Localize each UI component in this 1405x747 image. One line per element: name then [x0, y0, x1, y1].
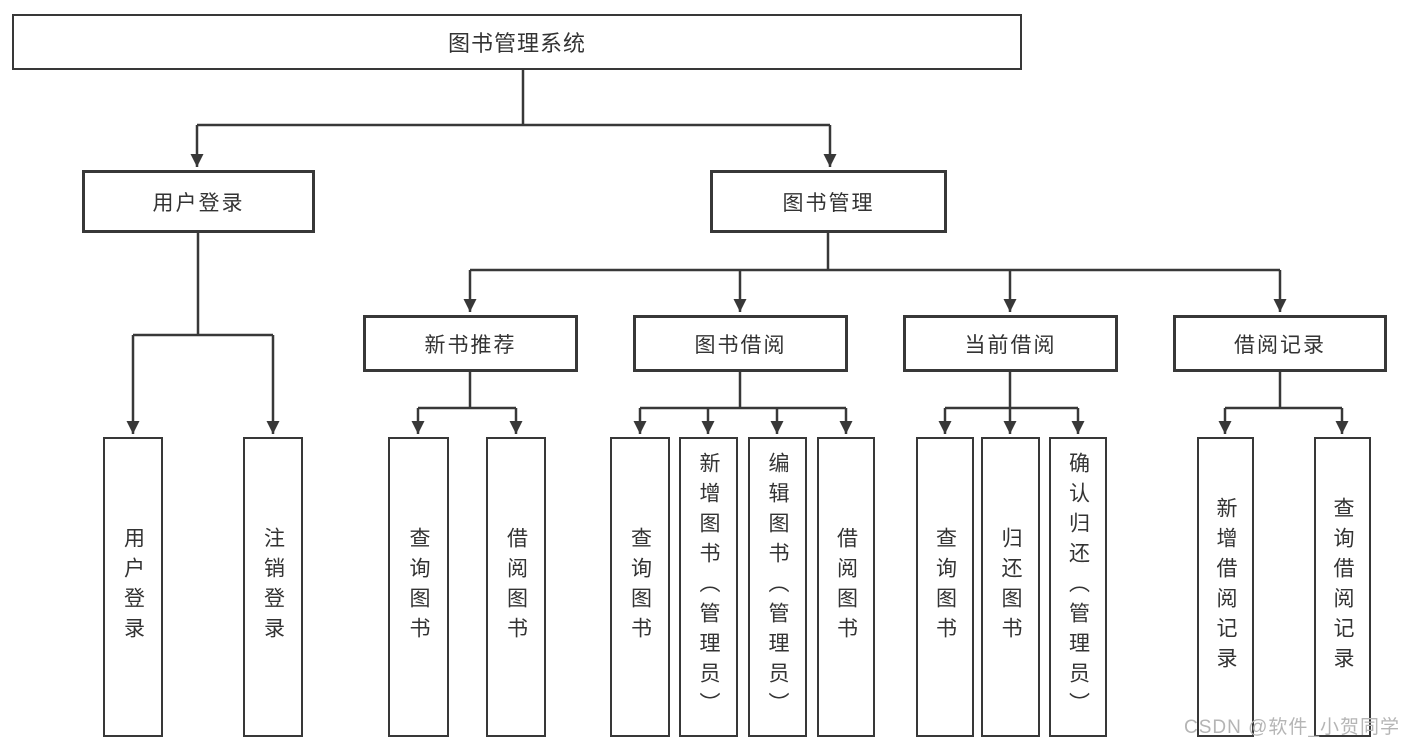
leaf-borrow-books: 借阅图书: [817, 437, 875, 737]
node-new-book-recommend: 新书推荐: [363, 315, 578, 372]
node-label: 编辑图书（管理员）: [766, 452, 789, 722]
csdn-watermark: CSDN @软件_小贺同学: [1184, 717, 1400, 738]
node-current-borrow: 当前借阅: [903, 315, 1118, 372]
leaf-query-books-current: 查询图书: [916, 437, 974, 737]
node-label: 图书管理系统: [447, 31, 586, 56]
node-root-library-system: 图书管理系统: [12, 14, 1022, 70]
node-book-management: 图书管理: [710, 170, 947, 233]
node-label: 新增借阅记录: [1214, 497, 1237, 677]
leaf-logout: 注销登录: [243, 437, 303, 737]
node-label: 新增图书（管理员）: [697, 452, 720, 722]
node-label: 借阅图书: [834, 527, 858, 647]
node-book-borrow: 图书借阅: [633, 315, 848, 372]
leaf-user-login: 用户登录: [103, 437, 163, 737]
node-label: 图书借阅: [694, 333, 787, 357]
node-label: 借阅图书: [504, 527, 528, 647]
leaf-borrow-books-recommend: 借阅图书: [486, 437, 546, 737]
node-label: 图书管理: [782, 191, 875, 215]
node-label: 用户登录: [152, 191, 245, 215]
node-label: 查询图书: [933, 527, 957, 647]
leaf-return-books: 归还图书: [981, 437, 1040, 737]
node-borrow-records: 借阅记录: [1173, 315, 1387, 372]
leaf-confirm-return-admin: 确认归还（管理员）: [1049, 437, 1107, 737]
node-user-login: 用户登录: [82, 170, 315, 233]
node-label: 查询图书: [407, 527, 430, 647]
node-label: 用户登录: [121, 527, 145, 647]
leaf-query-books-borrow: 查询图书: [610, 437, 670, 737]
node-label: 新书推荐: [424, 333, 517, 357]
leaf-add-borrow-record: 新增借阅记录: [1197, 437, 1254, 737]
leaf-edit-books-admin: 编辑图书（管理员）: [748, 437, 807, 737]
leaf-add-books-admin: 新增图书（管理员）: [679, 437, 738, 737]
node-label: 确认归还（管理员）: [1066, 452, 1090, 722]
leaf-query-books-recommend: 查询图书: [388, 437, 449, 737]
node-label: 归还图书: [999, 527, 1022, 647]
node-label: 注销登录: [261, 527, 285, 647]
leaf-query-borrow-record: 查询借阅记录: [1314, 437, 1371, 737]
node-label: 当前借阅: [964, 333, 1057, 357]
node-label: 查询借阅记录: [1331, 497, 1354, 677]
node-label: 查询图书: [628, 527, 652, 647]
node-label: 借阅记录: [1234, 333, 1326, 357]
